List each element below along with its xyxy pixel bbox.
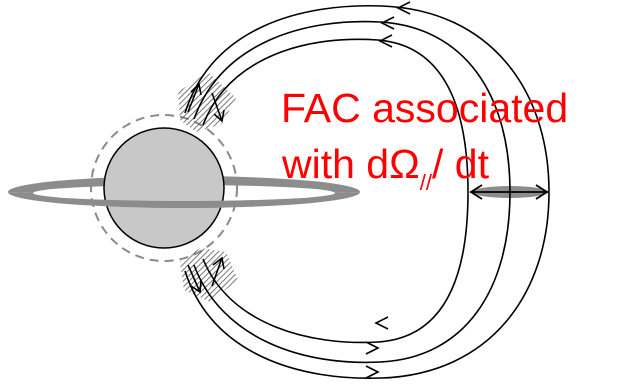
fac-arrow-north-1 — [187, 83, 200, 113]
fac-arrow-south-1 — [187, 264, 201, 293]
planet-boundary-dashed — [90, 114, 238, 262]
saturn-planet — [103, 127, 225, 249]
annotation-omega-symbol: Ω — [389, 141, 420, 187]
hatched-auroral-region-north — [178, 72, 236, 132]
fac-arrowhead-north-1 — [190, 82, 202, 96]
field-arrow-top-middle — [380, 16, 395, 30]
field-arrow-bottom-middle — [365, 341, 380, 355]
annotation-parallel-subscript: // — [419, 170, 432, 195]
equatorial-arrowhead-left — [469, 184, 483, 200]
annotation-line-2-prefix: with d — [282, 141, 390, 187]
field-arrow-top-outer — [396, 1, 411, 15]
equatorial-arrowhead-right — [535, 184, 549, 200]
field-arrow-bottom-inner — [374, 316, 389, 330]
fac-arrowhead-north-2 — [213, 109, 225, 123]
fac-arrowhead-south-2 — [212, 256, 225, 270]
annotation-line-2-suffix: / dt — [432, 141, 489, 187]
fac-arrow-south-2 — [211, 257, 223, 287]
field-arrow-top-inner — [378, 34, 393, 48]
field-line-inner — [202, 38, 469, 344]
field-arrow-bottom-outer — [365, 365, 380, 379]
ring-front — [8, 192, 360, 208]
fac-arrowhead-south-1 — [190, 280, 202, 294]
annotation-line-2: with dΩ/// dt — [282, 141, 489, 194]
annotation-line-1: FAC associated — [281, 85, 569, 131]
fac-arrow-north-2 — [211, 92, 223, 122]
field-line-outer — [184, 4, 550, 380]
